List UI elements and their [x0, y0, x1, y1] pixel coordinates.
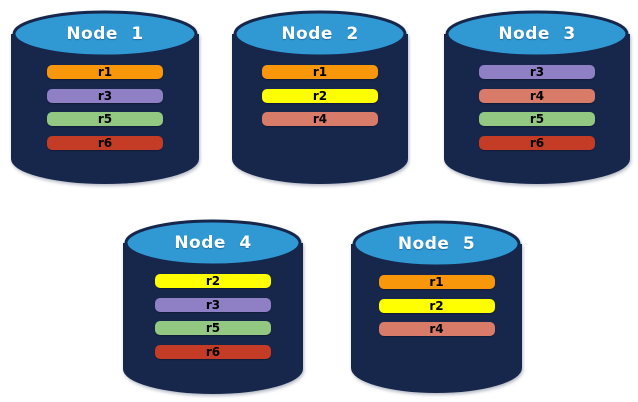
replica-r3-bar: r3: [155, 297, 271, 312]
database-node-4: Node 4 r2 r3 r5 r6: [122, 217, 304, 395]
cylinder-top: [124, 219, 302, 267]
replica-r3-bar: r3: [479, 65, 595, 79]
replica-r6-bar: r6: [47, 135, 163, 150]
replica-r2-bar: r2: [262, 88, 378, 103]
replica-list: r1 r2 r4: [262, 65, 378, 126]
replica-r4-bar: r4: [262, 112, 378, 126]
replica-list: r1 r3 r5 r6: [47, 65, 163, 150]
replica-list: r3 r4 r5 r6: [479, 65, 595, 150]
replica-r6-bar: r6: [155, 344, 271, 359]
node-label: Node 5: [397, 234, 476, 254]
cylinder-top: [233, 10, 407, 58]
cylinder-top: [12, 10, 198, 58]
cylinder-top: [445, 10, 629, 58]
replica-r5-bar: r5: [47, 112, 163, 126]
replica-list: r2 r3 r5 r6: [155, 274, 271, 359]
replica-r1-bar: r1: [378, 275, 495, 289]
replica-r5-bar: r5: [155, 321, 271, 335]
database-node-3: Node 3 r3 r4 r5 r6: [443, 8, 631, 185]
node-label: Node 2: [281, 24, 359, 44]
replica-r6-bar: r6: [479, 135, 595, 150]
node-label: Node 4: [174, 233, 252, 253]
database-node-1: Node 1 r1 r3 r5 r6: [10, 8, 200, 185]
replica-r1-bar: r1: [262, 65, 378, 79]
replica-r3-bar: r3: [47, 88, 163, 103]
replica-r4-bar: r4: [479, 88, 595, 103]
database-node-5: Node 5 r1 r2 r4: [350, 218, 523, 394]
replica-r5-bar: r5: [479, 112, 595, 126]
replica-list: r1 r2 r4: [378, 275, 495, 336]
cylinder-top: [352, 220, 521, 268]
node-label: Node 1: [66, 24, 144, 44]
replica-r2-bar: r2: [378, 298, 495, 313]
replica-r4-bar: r4: [378, 322, 495, 336]
database-node-2: Node 2 r1 r2 r4: [231, 8, 409, 185]
replica-r2-bar: r2: [155, 274, 271, 288]
node-label: Node 3: [498, 24, 576, 44]
replica-r1-bar: r1: [47, 65, 163, 79]
